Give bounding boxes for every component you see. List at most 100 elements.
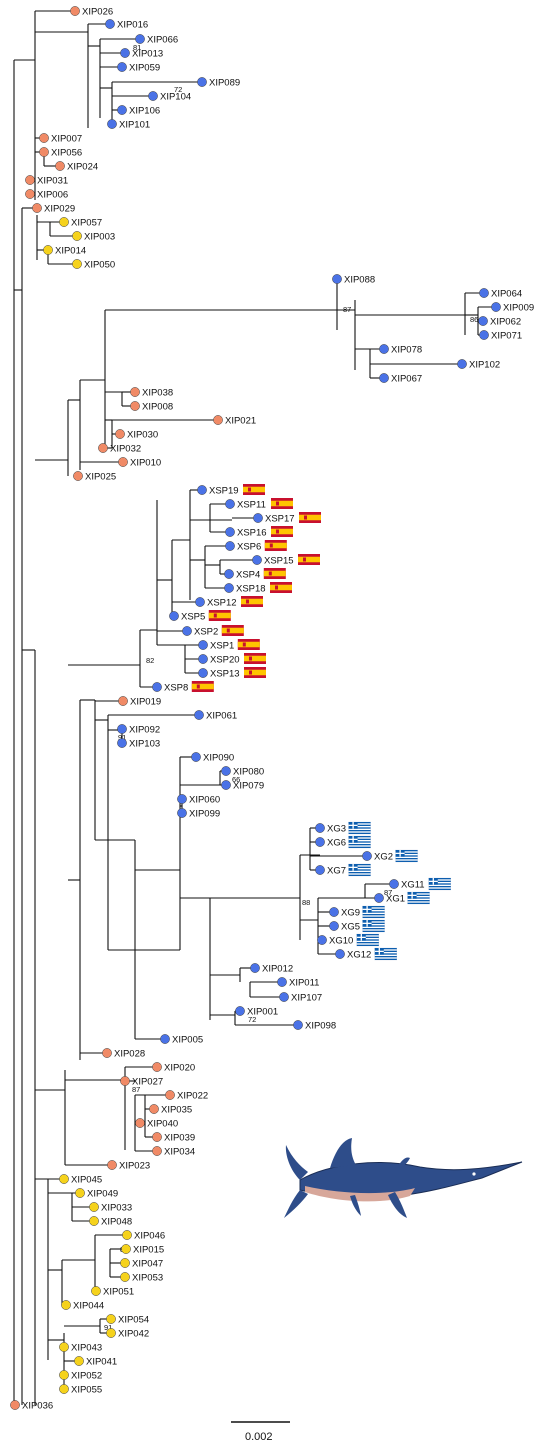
greece-flag-icon: [348, 821, 371, 835]
tip-node: [478, 316, 488, 326]
support-value: 66: [232, 775, 240, 784]
tip-label: XG6: [327, 838, 346, 849]
tip-xsp13: XSP13: [198, 667, 266, 680]
support-value: 72: [248, 1015, 256, 1024]
tip-label: XIP098: [305, 1021, 336, 1032]
tip-node: [75, 1188, 85, 1198]
tip-node: [59, 1370, 69, 1380]
tip-label: XIP041: [86, 1357, 117, 1368]
tip-xip042: XIP042: [106, 1328, 149, 1340]
tip-xip012: XIP012: [250, 963, 293, 975]
tip-node: [107, 119, 117, 129]
tip-node: [73, 471, 83, 481]
tip-label: XG11: [401, 880, 425, 891]
tip-xg6: XG6: [315, 835, 371, 849]
tip-xip067: XIP067: [379, 373, 422, 385]
greece-flag-icon: [395, 849, 418, 863]
tip-xsp16: XSP16: [225, 526, 293, 539]
tip-xip015: XIP015: [121, 1244, 164, 1256]
tip-label: XIP106: [129, 106, 160, 117]
tip-label: XIP052: [71, 1371, 102, 1382]
tip-label: XIP079: [233, 781, 264, 792]
tip-xg7: XG7: [315, 863, 371, 877]
tip-node: [225, 541, 235, 551]
tip-xip003: XIP003: [72, 231, 115, 243]
tip-xip030: XIP030: [115, 429, 158, 441]
tip-label: XIP064: [491, 289, 522, 300]
tip-xip019: XIP019: [118, 696, 161, 708]
tip-xip014: XIP014: [43, 245, 86, 257]
tip-label: XIP047: [132, 1259, 163, 1270]
tip-node: [102, 1048, 112, 1058]
tip-label: XIP043: [71, 1343, 102, 1354]
tip-node: [130, 387, 140, 397]
tip-xip020: XIP020: [152, 1062, 195, 1074]
tip-label: XIP053: [132, 1273, 163, 1284]
tip-xip053: XIP053: [120, 1272, 163, 1284]
tip-node: [152, 1062, 162, 1072]
tip-node: [379, 373, 389, 383]
tip-node: [317, 935, 327, 945]
tip-node: [374, 893, 384, 903]
tip-xip029: XIP029: [32, 203, 75, 215]
tip-label: XSP18: [236, 584, 266, 595]
spain-flag-icon: [264, 540, 287, 551]
tip-node: [130, 401, 140, 411]
swordfish-illustration: [284, 1138, 523, 1218]
tip-label: XSP8: [164, 683, 188, 694]
tip-xip005: XIP005: [160, 1034, 203, 1046]
tip-node: [10, 1400, 20, 1410]
tip-label: XIP014: [55, 246, 86, 257]
tip-xg12: XG12: [335, 947, 397, 961]
tip-xip032: XIP032: [98, 443, 141, 455]
tip-node: [250, 963, 260, 973]
tip-node: [32, 203, 42, 213]
tip-node: [135, 1118, 145, 1128]
tree-tips: XIP026XIP016XIP066XIP013XIP059XIP089XIP1…: [10, 6, 534, 1412]
tip-label: XIP021: [225, 416, 256, 427]
tip-node: [117, 724, 127, 734]
tip-xg1: XG1: [374, 891, 430, 905]
tip-xip013: XIP013: [120, 48, 163, 60]
tip-node: [293, 1020, 303, 1030]
tip-xip031: XIP031: [25, 175, 68, 187]
tip-xg2: XG2: [362, 849, 418, 863]
support-value: 91: [104, 1323, 112, 1332]
tip-xip062: XIP062: [478, 316, 521, 328]
spain-flag-icon: [221, 625, 244, 636]
support-value: 91: [118, 733, 126, 742]
spain-flag-icon: [270, 582, 292, 593]
tip-label: XIP011: [289, 978, 319, 989]
tip-node: [25, 175, 35, 185]
tip-node: [120, 1272, 130, 1282]
tip-xip026: XIP026: [70, 6, 113, 18]
tip-node: [25, 189, 35, 199]
tip-xip060: XIP060: [177, 794, 220, 806]
tip-node: [198, 640, 208, 650]
tip-label: XIP026: [82, 7, 113, 18]
support-value: 72: [174, 85, 182, 94]
tip-node: [152, 1132, 162, 1142]
tip-node: [118, 696, 128, 706]
tip-xip104: XIP104: [148, 91, 191, 103]
tip-node: [315, 837, 325, 847]
tip-node: [213, 415, 223, 425]
tip-label: XIP022: [177, 1091, 208, 1102]
tip-node: [479, 330, 489, 340]
scale-bar: 0.002: [231, 1421, 290, 1443]
tip-label: XIP099: [189, 809, 220, 820]
tip-xip024: XIP024: [55, 161, 98, 173]
greece-flag-icon: [428, 877, 451, 891]
tip-xip041: XIP041: [74, 1356, 117, 1368]
tip-node: [152, 1146, 162, 1156]
tip-label: XIP008: [142, 402, 173, 413]
tip-node: [89, 1202, 99, 1212]
tip-xip038: XIP038: [130, 387, 173, 399]
spain-flag-icon: [271, 526, 293, 537]
spain-flag-icon: [244, 653, 266, 664]
tip-xsp6: XSP6: [225, 540, 287, 553]
tip-xip044: XIP044: [61, 1300, 104, 1312]
greece-flag-icon: [374, 947, 397, 961]
tip-label: XSP4: [236, 570, 260, 581]
tip-label: XIP104: [160, 92, 191, 103]
